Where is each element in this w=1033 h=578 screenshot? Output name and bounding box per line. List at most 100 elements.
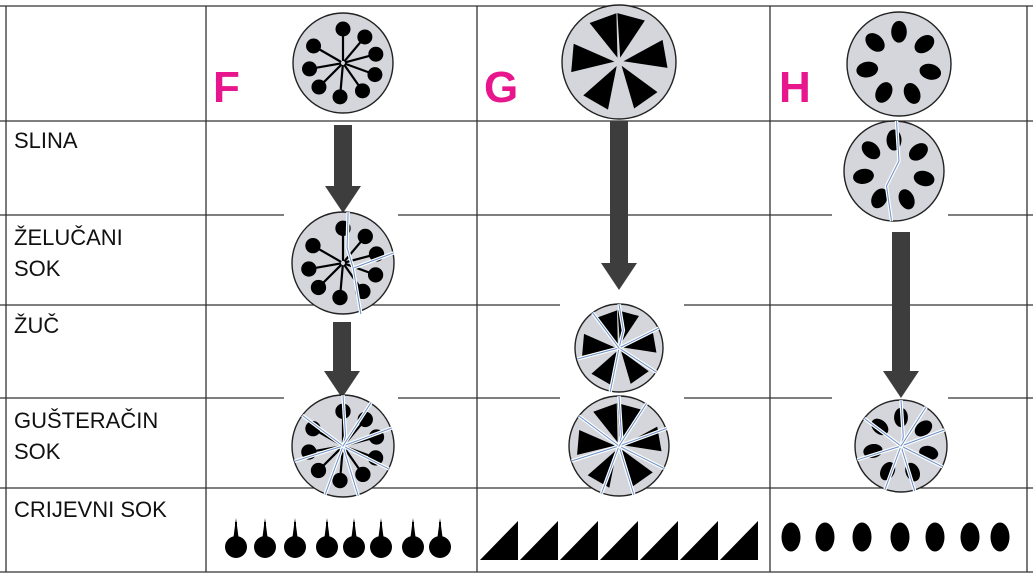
- down-arrow-icon: [325, 186, 361, 213]
- lollipop-particle-icon: [301, 261, 317, 277]
- arrow-shaft: [892, 232, 910, 372]
- lollipop-particle-icon: [367, 67, 383, 83]
- oval-particle-icon: [914, 35, 935, 54]
- oval-particle-icon: [990, 522, 1010, 552]
- crack-line: [900, 429, 945, 447]
- arrow-shaft: [333, 322, 351, 372]
- triangle-particle-icon: [617, 403, 642, 443]
- triangle-particle-icon: [617, 13, 645, 58]
- oval-particle-icon: [898, 189, 915, 210]
- triangle-particle-icon: [571, 43, 615, 73]
- crack-line: [618, 428, 667, 447]
- oval-particle-icon: [891, 20, 907, 43]
- lollipop-tip: [233, 518, 239, 537]
- disc-h-saliva: [843, 120, 945, 222]
- lollipop-particle-icon: [332, 472, 348, 489]
- lollipop-particle-icon: [316, 536, 338, 558]
- lollipop-particle-icon: [310, 462, 327, 479]
- crack-line: [352, 268, 362, 315]
- column-letter-h: H: [779, 63, 811, 112]
- lollipop-particle-icon: [335, 21, 351, 37]
- triangle-particle-icon: [621, 449, 653, 487]
- crack-line: [900, 445, 943, 468]
- lollipop-particle-icon: [254, 536, 276, 558]
- oval-particle-icon: [853, 168, 874, 184]
- products-h: [781, 522, 1010, 552]
- down-arrow-icon: [601, 263, 637, 290]
- triangle-particle-icon: [589, 13, 618, 58]
- arrow-shaft: [610, 121, 628, 264]
- crack-line: [571, 445, 620, 462]
- arrow-shaft: [334, 125, 352, 187]
- lollipop-particle-icon: [357, 228, 373, 245]
- triangle-particle-icon: [520, 521, 558, 560]
- oval-particle-icon: [871, 418, 889, 436]
- triangle-particle-icon: [600, 521, 638, 560]
- column-letter-f: F: [213, 63, 240, 112]
- row-label-zelucani-sok: ŽELUČANI SOK: [14, 222, 123, 284]
- crack-line: [884, 445, 902, 490]
- lollipop-particle-icon: [370, 536, 392, 558]
- crack-line: [900, 406, 927, 447]
- triangle-particle-icon: [583, 65, 617, 110]
- crack-line: [294, 445, 344, 462]
- oval-particle-icon: [865, 33, 885, 52]
- lollipop-particle-icon: [355, 466, 371, 483]
- triangle-particle-icon: [621, 65, 658, 109]
- triangle-particle-icon: [622, 330, 657, 353]
- triangle-particle-icon: [480, 521, 518, 560]
- row-label-gusteracin-sok: GUŠTERAČIN SOK: [14, 405, 158, 467]
- disc-g-bile: [574, 303, 664, 393]
- lollipop-particle-icon: [310, 279, 327, 296]
- triangle-particle-icon: [560, 521, 598, 560]
- lollipop-particle-icon: [355, 83, 371, 99]
- crack-line: [618, 327, 659, 349]
- lollipop-particle-icon: [305, 238, 321, 254]
- column-letter-g: G: [484, 63, 519, 112]
- triangle-particle-icon: [582, 333, 616, 356]
- crack-line: [900, 445, 916, 492]
- products-f: [225, 518, 451, 558]
- oval-particle-icon: [875, 82, 893, 103]
- row-label-slina: SLINA: [14, 128, 78, 153]
- lollipop-tip: [262, 518, 268, 537]
- arrow-h-1: [883, 232, 919, 398]
- lollipop-tip: [410, 518, 416, 537]
- triangle-particle-icon: [621, 350, 649, 384]
- arrow-f-1: [325, 125, 361, 213]
- crack-line: [618, 303, 624, 349]
- disc-f-pancreatic: [291, 394, 395, 498]
- crack-line: [857, 445, 902, 461]
- lollipop-particle-icon: [332, 89, 348, 105]
- arrow-f-2: [324, 322, 360, 398]
- down-arrow-icon: [883, 371, 919, 398]
- crack-line: [886, 120, 900, 222]
- crack-line: [609, 347, 620, 393]
- crack-line: [346, 211, 354, 269]
- lollipop-particle-icon: [225, 536, 247, 558]
- disc-h-pancreatic: [854, 399, 948, 493]
- oval-particle-icon: [856, 61, 879, 78]
- row-label-zelucani-sok-line2: SOK: [14, 256, 61, 281]
- lollipop-particle-icon: [368, 46, 384, 62]
- lollipop-particle-icon: [332, 289, 348, 306]
- triangle-particle-icon: [593, 403, 618, 443]
- oval-particle-icon: [781, 522, 801, 552]
- crack-line: [342, 427, 392, 447]
- crack-line: [601, 445, 620, 494]
- crack-line: [342, 445, 359, 497]
- oval-particle-icon: [908, 143, 928, 161]
- disc-g-intact: [561, 4, 677, 120]
- arrow-g-1: [601, 121, 637, 290]
- disc-f-gastric: [291, 211, 395, 315]
- crack-line: [577, 347, 620, 360]
- row-label-zelucani-sok-line1: ŽELUČANI: [14, 225, 123, 250]
- oval-particle-icon: [914, 420, 933, 437]
- crack-line: [618, 347, 657, 373]
- oval-particle-icon: [815, 522, 835, 552]
- lollipop-particle-icon: [402, 536, 424, 558]
- triangle-particle-icon: [720, 521, 758, 560]
- table-grid: [0, 5, 1033, 573]
